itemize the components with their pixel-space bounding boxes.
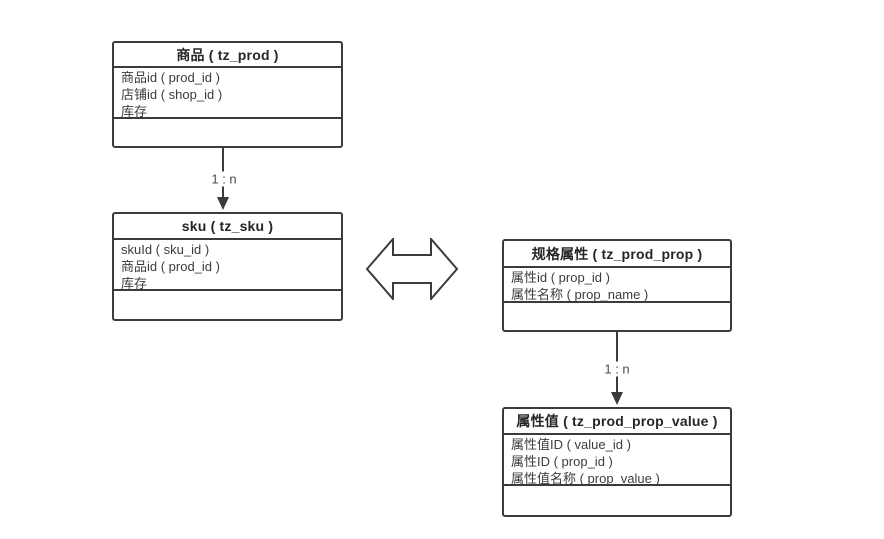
table-row: 属性id ( prop_id ) — [511, 270, 610, 285]
arrowhead-down-icon — [611, 392, 623, 405]
entity-table-prod-prop: 规格属性 ( tz_prod_prop ) 属性id ( prop_id ) 属… — [502, 239, 732, 332]
table-row: 属性值ID ( value_id ) — [511, 437, 631, 452]
table-row: 属性ID ( prop_id ) — [511, 454, 613, 469]
table-row: 库存 — [121, 276, 148, 291]
double-arrow-icon — [366, 238, 458, 300]
table-row: 商品id ( prod_id ) — [121, 70, 220, 85]
table-title: 属性值 ( tz_prod_prop_value ) — [504, 409, 730, 435]
table-row: 商品id ( prod_id ) — [121, 259, 220, 274]
table-empty-section — [114, 291, 341, 319]
arrowhead-down-icon — [217, 197, 229, 210]
table-row: 库存 — [121, 104, 148, 119]
connector-cardinality-label: 1 : n — [208, 171, 240, 187]
table-empty-section — [504, 303, 730, 330]
table-title: sku ( tz_sku ) — [114, 214, 341, 240]
entity-table-prod: 商品 ( tz_prod ) 商品id ( prod_id ) 店铺id ( s… — [112, 41, 343, 148]
table-row: 店铺id ( shop_id ) — [121, 87, 223, 102]
table-row: skuId ( sku_id ) — [121, 242, 210, 257]
entity-table-prod-prop-value: 属性值 ( tz_prod_prop_value ) 属性值ID ( value… — [502, 407, 732, 517]
table-title: 商品 ( tz_prod ) — [114, 43, 341, 68]
entity-table-sku: sku ( tz_sku ) skuId ( sku_id ) 商品id ( p… — [112, 212, 343, 321]
table-empty-section — [504, 486, 730, 515]
connector-cardinality-label: 1 : n — [601, 361, 633, 377]
table-title: 规格属性 ( tz_prod_prop ) — [504, 241, 730, 268]
table-row: 属性名称 ( prop_name ) — [511, 287, 649, 302]
table-row: 属性值名称 ( prop_value ) — [511, 471, 660, 486]
table-empty-section — [114, 119, 341, 146]
